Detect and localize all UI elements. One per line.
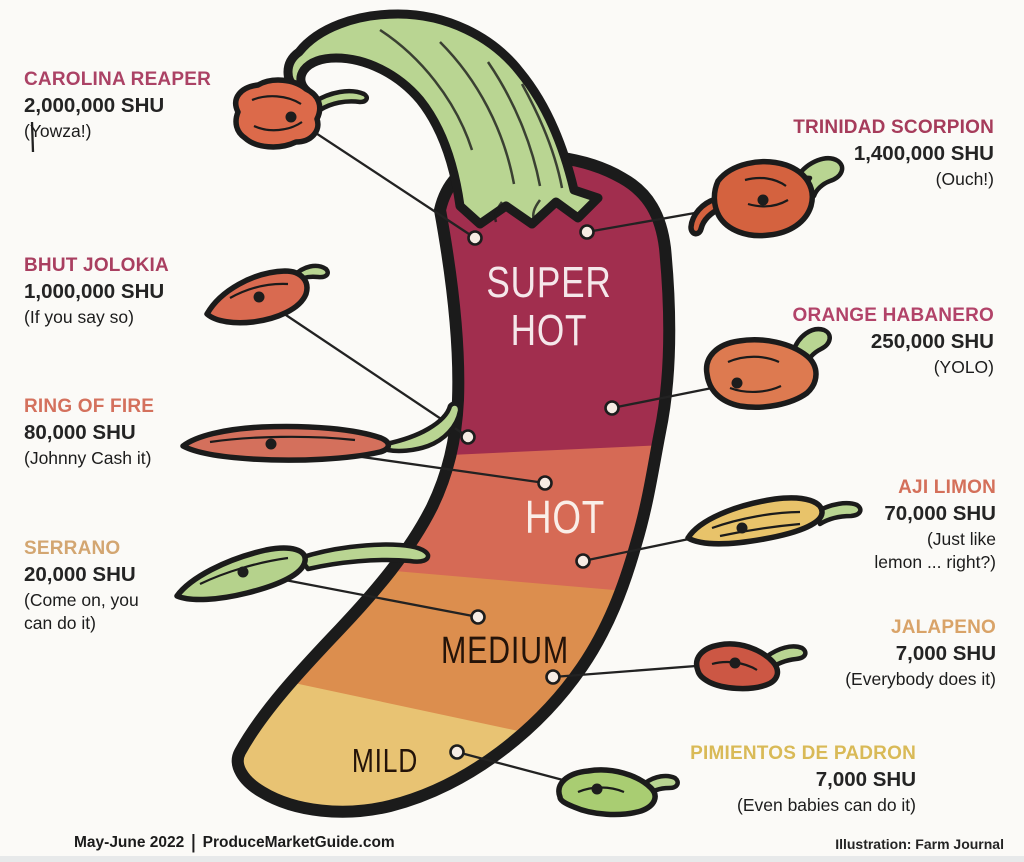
pepper-label-aji-limon: AJI LIMON 70,000 SHU (Just like lemon ..… [874, 478, 996, 573]
pepper-shu: 80,000 SHU [24, 420, 136, 444]
pepper-label-carolina-reaper: CAROLINA REAPER 2,000,000 SHU (Yowza!) [24, 70, 211, 143]
pepper-quip: (YOLO) [933, 357, 994, 378]
pepper-name: AJI LIMON [898, 477, 996, 498]
bottom-edge-strip [0, 856, 1024, 862]
pepper-label-serrano: SERRANO 20,000 SHU (Come on, you can do … [24, 539, 139, 634]
footer-separator: | [191, 831, 196, 853]
pepper-quip: (Johnny Cash it) [24, 448, 152, 469]
leader-line-carolina-reaper [292, 117, 476, 239]
stem-vein-lines [379, 28, 564, 223]
pepper-shu: 250,000 SHU [870, 329, 994, 353]
pepper-name: CAROLINA REAPER [24, 69, 212, 90]
ring-of-fire-icon [180, 401, 463, 463]
orange-habanero-icon [703, 326, 832, 410]
pepper-label-pimientos-de-padron: PIMIENTOS DE PADRON 7,000 SHU (Even babi… [690, 744, 916, 817]
pepper-shu: 1,000,000 SHU [24, 279, 165, 303]
zone-label-medium: MEDIUM [410, 631, 600, 671]
pepper-name: SERRANO [24, 538, 121, 559]
zone-label-super-hot: SUPER HOT [454, 259, 644, 355]
zone-label-line: HOT [510, 306, 588, 355]
pepper-quip: (Ouch!) [935, 169, 994, 190]
pepper-label-ring-of-fire: RING OF FIRE 80,000 SHU (Johnny Cash it) [24, 397, 154, 470]
pepper-label-jalapeno: JALAPENO 7,000 SHU (Everybody does it) [845, 618, 996, 691]
pepper-icons [174, 77, 863, 818]
zone-label-line: HOT [524, 491, 606, 543]
zone-label-line: MILD [351, 742, 419, 779]
zone-label-line: MEDIUM [440, 630, 570, 672]
footer-source: May-June 2022 | ProduceMarketGuide.com [74, 831, 395, 853]
footer-date: May-June 2022 [74, 834, 185, 851]
pepper-label-orange-habanero: ORANGE HABANERO 250,000 SHU (YOLO) [793, 306, 994, 379]
pepper-shu: 7,000 SHU [895, 641, 996, 665]
pepper-shu: 70,000 SHU [884, 501, 996, 525]
pimientos-de-padron-icon [556, 767, 680, 818]
pepper-name: PIMIENTOS DE PADRON [690, 743, 916, 764]
footer-credit: Illustration: Farm Journal [835, 836, 1004, 852]
jalapeno-icon [694, 641, 808, 692]
pepper-label-trinidad-scorpion: TRINIDAD SCORPION 1,400,000 SHU (Ouch!) [793, 118, 994, 191]
zone-label-line: SUPER [486, 258, 612, 307]
pepper-shu: 7,000 SHU [815, 767, 916, 791]
pepper-quip: (Even babies can do it) [737, 795, 916, 816]
pepper-quip: (Just like lemon ... right?) [874, 529, 996, 572]
pepper-name: BHUT JOLOKIA [24, 255, 169, 276]
serrano-icon [174, 542, 431, 603]
pepper-anchor-dots [449, 224, 620, 760]
pepper-quip: (Everybody does it) [845, 669, 996, 690]
pepper-name: JALAPENO [890, 617, 996, 638]
footer-site: ProduceMarketGuide.com [202, 834, 395, 851]
pepper-name: ORANGE HABANERO [792, 305, 994, 326]
pepper-label-bhut-jolokia: BHUT JOLOKIA 1,000,000 SHU (If you say s… [24, 256, 169, 329]
pepper-quip: (Come on, you can do it) [24, 590, 139, 633]
pepper-name: RING OF FIRE [24, 396, 155, 417]
pepper-quip: (If you say so) [24, 307, 134, 328]
pepper-shu: 20,000 SHU [24, 562, 136, 586]
pepper-shu: 1,400,000 SHU [853, 141, 994, 165]
pepper-shu: 2,000,000 SHU [24, 93, 165, 117]
bhut-jolokia-icon [204, 263, 330, 326]
pepper-name: TRINIDAD SCORPION [793, 117, 994, 138]
pepper-quip: (Yowza!) [24, 121, 92, 142]
zone-label-mild: MILD [290, 744, 480, 778]
aji-limon-icon [685, 495, 863, 547]
zone-label-hot: HOT [470, 494, 660, 540]
carolina-reaper-icon [233, 77, 369, 150]
leader-line-bhut-jolokia [258, 296, 469, 438]
stray-mark [30, 121, 35, 153]
trinidad-scorpion-icon [688, 156, 845, 239]
